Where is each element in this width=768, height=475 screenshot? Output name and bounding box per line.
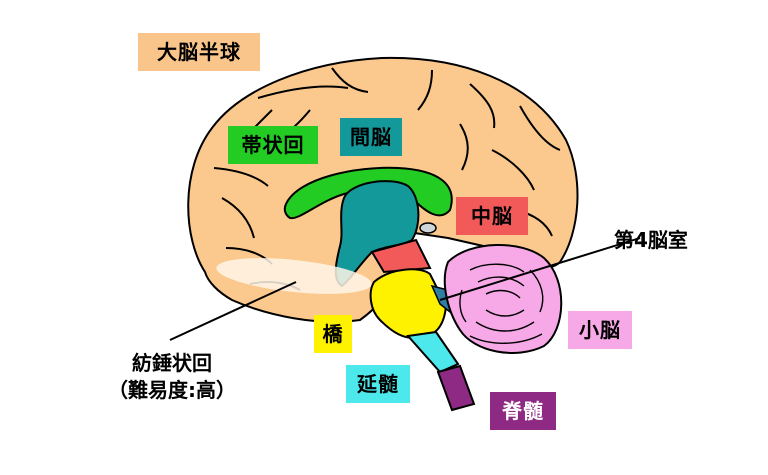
fusiform-label-line2: （難易度:高） — [108, 378, 236, 402]
diencephalon-label: 間脳 — [340, 118, 402, 156]
fusiform-pointer-line — [169, 281, 297, 341]
medulla-label: 延髄 — [346, 365, 410, 403]
cingulate-shape — [283, 166, 453, 220]
pons-shape — [369, 268, 448, 340]
medulla-shape — [406, 330, 460, 374]
midbrain-label: 中脳 — [456, 197, 528, 235]
cerebellum-label: 小脳 — [568, 311, 632, 349]
spinal-cord-shape — [436, 364, 476, 412]
fusiform-label-line1: 紡錘状回 — [132, 351, 212, 375]
spinal-cord-label: 脊髄 — [490, 392, 556, 430]
fusiform-label: 紡錘状回 （難易度:高） — [82, 350, 262, 404]
ventricle-detail — [419, 222, 437, 234]
midbrain-shape — [370, 238, 432, 274]
pons-label: 橋 — [314, 315, 352, 353]
fusiform-highlight — [216, 258, 372, 294]
fourth-ventricle-pointer-line — [439, 237, 641, 301]
fourth-ventricle-label: 第4脳室 — [614, 228, 688, 252]
cingulate-label: 帯状回 — [228, 126, 318, 164]
cerebellum-folia — [459, 263, 544, 344]
cerebellum-shape — [443, 243, 563, 354]
cerebrum-label: 大脳半球 — [138, 33, 260, 71]
